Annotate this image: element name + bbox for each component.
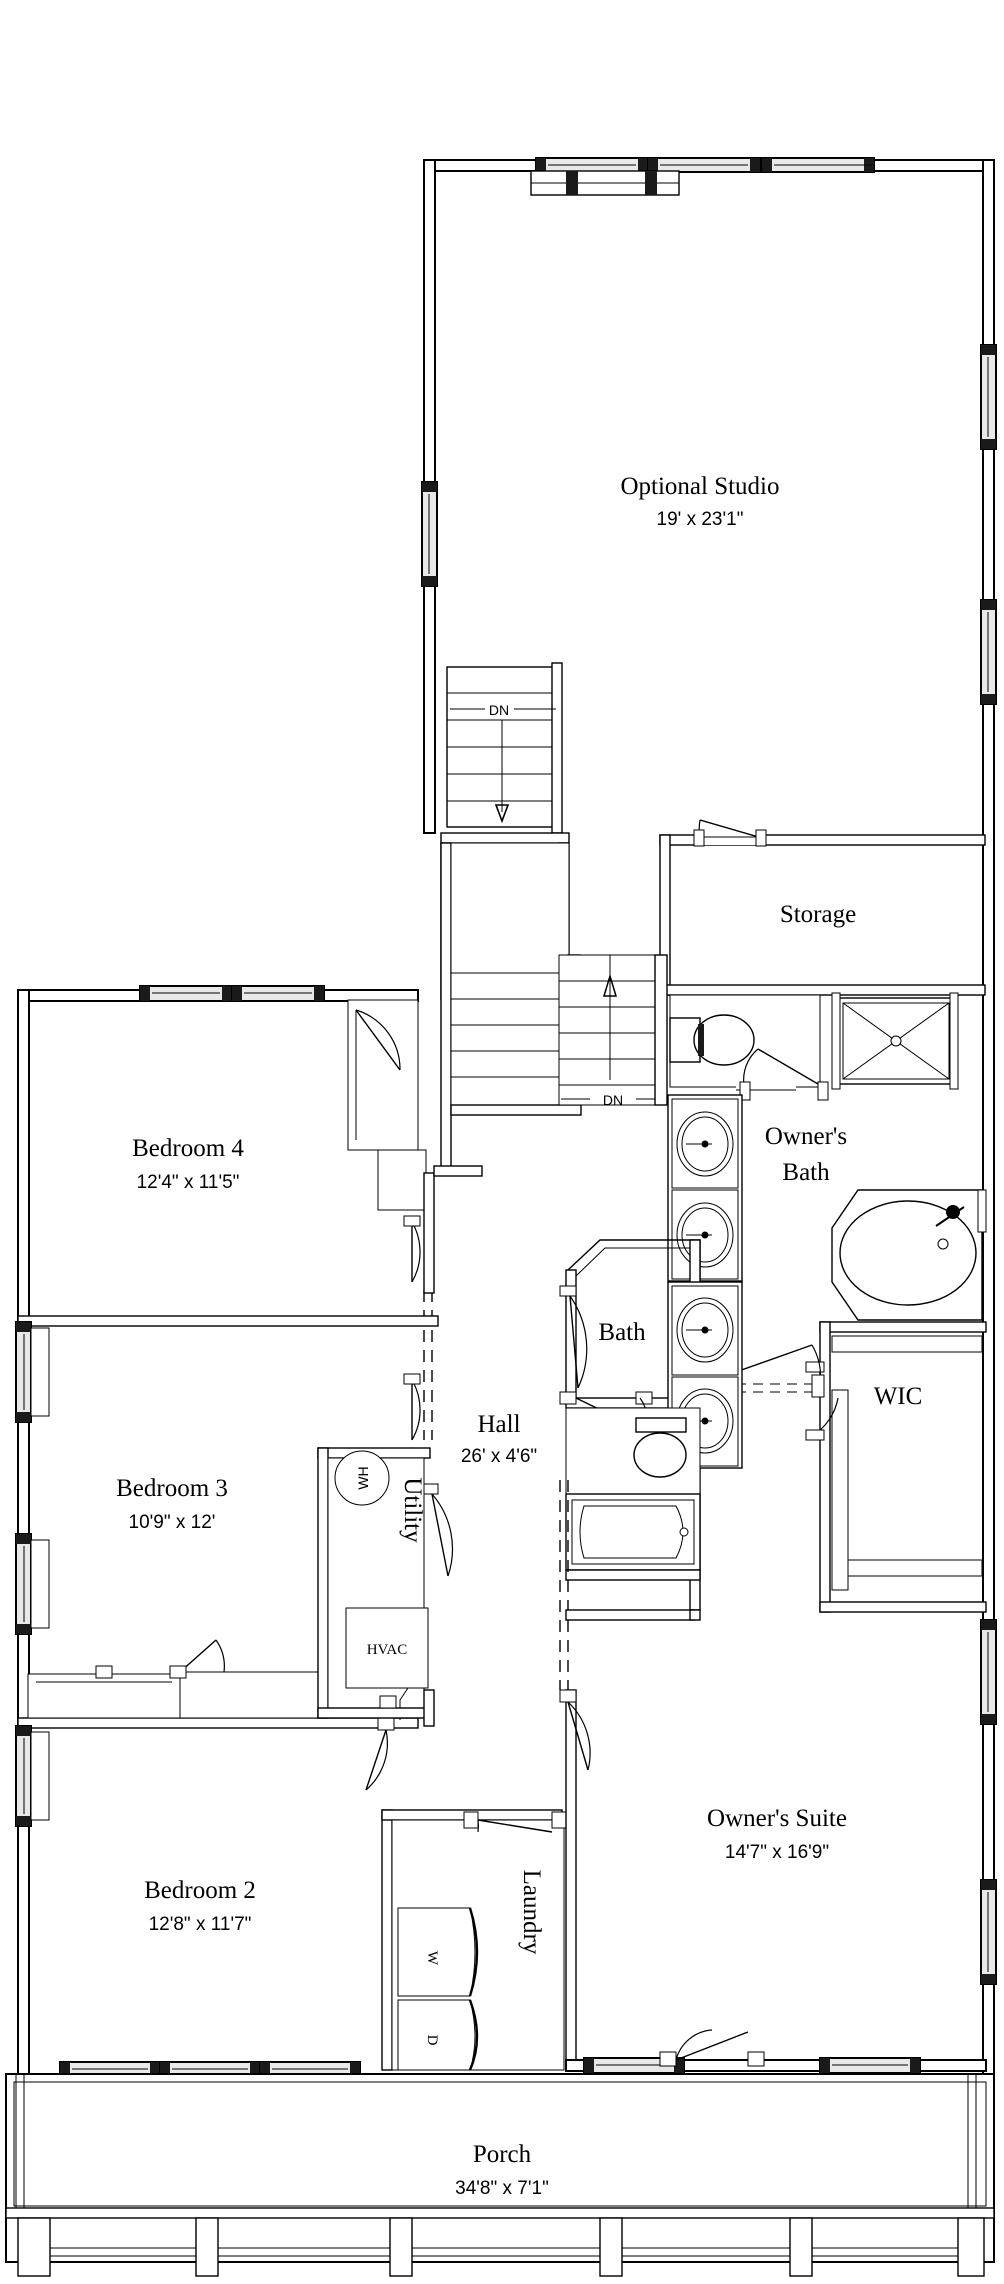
owners-bath-vanity [667,1094,743,1282]
dryer-appliance: D [397,1999,479,2071]
room-label-bedroom-4: Bedroom 4 12'4" x 11'5" [132,1135,244,1193]
room-name-utility: Utility [399,1477,426,1543]
door-owners-suite [659,2029,765,2067]
window-owners-suite-right-2 [980,1879,997,1985]
window-studio-left-1 [421,481,438,587]
room-label-owners-suite: Owner's Suite 14'7" x 16'9" [707,1805,847,1863]
door-laundry [463,1811,567,1833]
room-laundry: W D Laundry [391,1819,565,2071]
room-name-owners-bath-line1: Owner's [765,1123,847,1150]
room-label-bedroom-3: Bedroom 3 10'9" x 12' [116,1475,228,1533]
toilet-owners-bath [669,994,821,1088]
window-bedroom3-left-1 [15,1321,50,1423]
shower-fixture [831,992,959,1090]
room-label-hall: Hall 26' x 4'6" [461,1411,537,1467]
hvac-label: HVAC [367,1642,408,1658]
water-heater-unit: WH [334,1450,390,1506]
window-owners-suite-bottom-2 [819,2057,921,2074]
room-name-owners-bath-line2: Bath [782,1159,830,1186]
window-bedroom3-left-2 [15,1533,50,1635]
toilet-bath [565,1407,701,1495]
room-name-bath: Bath [598,1319,646,1346]
door-bedroom-4 [403,1215,421,1283]
room-name-laundry: Laundry [518,1870,545,1955]
stair-upper: DN [446,662,563,834]
door-utility [423,1483,454,1577]
hvac-air-handler: HVAC [345,1607,429,1689]
door-owners-bath [736,1048,829,1101]
door-bath-left [559,1285,588,1389]
soaking-tub-fixture [831,1189,987,1321]
room-name-bedroom-2: Bedroom 2 [144,1877,256,1904]
bedroom4-closet [347,999,427,1211]
room-label-owners-bath: Owner's Bath [765,1123,847,1186]
washer-label: W [424,1951,440,1966]
window-studio-top-3 [761,157,875,173]
window-owners-suite-right [980,1619,997,1725]
room-dim-bedroom-4: 12'4" x 11'5" [137,1172,240,1193]
room-dim-owners-suite: 14'7" x 16'9" [725,1842,829,1863]
window-bedroom4-top-1 [139,985,233,1002]
window-bedroom4-top-2 [231,985,325,1002]
window-studio-right-1 [980,344,997,450]
stair-direction-label-upper: DN [489,702,509,718]
room-label-bedroom-2: Bedroom 2 12'8" x 11'7" [144,1877,256,1935]
room-dim-bedroom-3: 10'9" x 12' [129,1512,216,1533]
window-studio-top-2 [647,157,761,173]
bedroom3-bottom-wall [17,1717,419,1729]
room-dim-optional-studio: 19' x 23'1" [657,509,744,530]
studio-lower-partition [440,832,570,1174]
room-name-storage: Storage [780,901,856,928]
room-dim-hall: 26' x 4'6" [461,1446,537,1467]
stair-lower: DN [450,954,668,1116]
room-name-bedroom-4: Bedroom 4 [132,1135,244,1162]
room-wic-walls [819,1321,987,1613]
room-name-hall: Hall [477,1411,520,1438]
window-studio-right-2 [980,599,997,705]
door-bedroom-3 [403,1373,421,1441]
room-name-optional-studio: Optional Studio [620,473,779,500]
room-name-wic: WIC [874,1383,923,1410]
room-label-optional-studio: Optional Studio 19' x 23'1" [620,473,779,530]
bathtub-bath [565,1493,701,1581]
room-name-porch: Porch [473,2141,532,2168]
misc-partitions [317,1165,701,1727]
door-bedroom-2 [365,1717,395,1791]
bedroom3-closets [27,1639,325,1719]
water-heater-label: WH [355,1466,371,1489]
room-label-porch: Porch 34'8" x 7'1" [455,2141,549,2199]
room-storage-walls [659,819,986,996]
washer-appliance: W [397,1907,479,1997]
door-hall-to-suite [559,1689,591,1771]
stair-direction-label-lower: DN [603,1092,623,1108]
room-dim-porch: 34'8" x 7'1" [455,2178,549,2199]
room-name-owners-suite: Owner's Suite [707,1805,847,1832]
dryer-label: D [424,2035,440,2046]
room-name-bedroom-3: Bedroom 3 [116,1475,228,1502]
room-dim-bedroom-2: 12'8" x 11'7" [149,1914,252,1935]
hall-walls [423,1290,569,1690]
window-bedroom2-left [15,1725,50,1827]
window-studio-top-1 [535,157,649,173]
studio-dormer-detail [530,170,680,196]
porch-structure [5,2073,995,2277]
